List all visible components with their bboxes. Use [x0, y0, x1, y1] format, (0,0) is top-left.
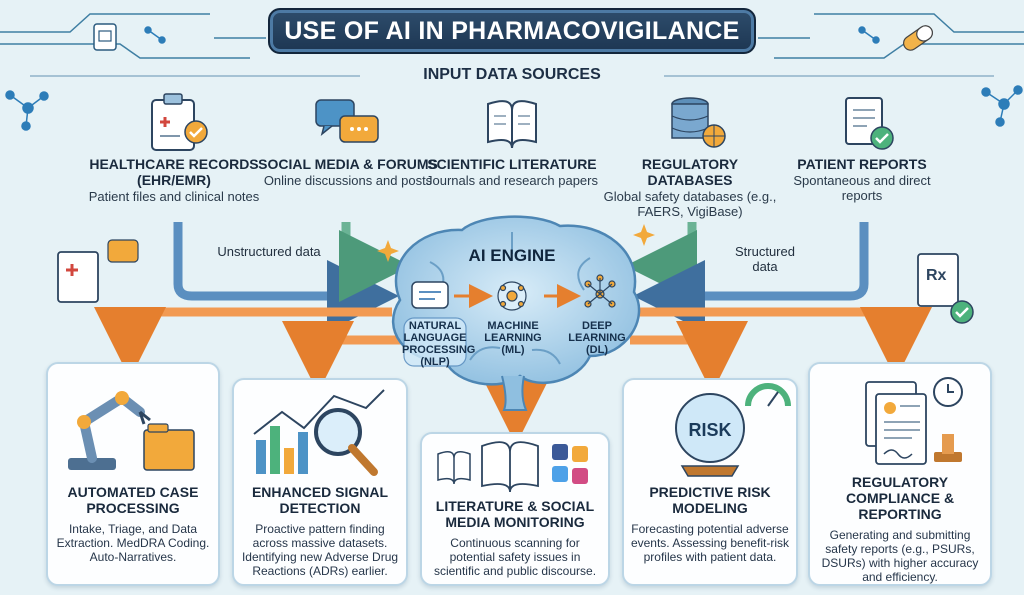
output-desc: Forecasting potential adverse events. As…: [630, 522, 790, 564]
arrow-regulatory-to-engine: [625, 222, 697, 302]
source-desc: Global safety databases (e.g., FAERS, Vi…: [603, 189, 777, 219]
risk-badge: RISK: [688, 420, 731, 440]
source-desc: Spontaneous and direct reports: [793, 173, 931, 203]
source-title: PATIENT REPORTS: [797, 156, 927, 172]
dl-network-icon: [584, 274, 616, 308]
nlp-chat-icon: [411, 281, 449, 309]
report-check-icon: [845, 97, 894, 150]
molecule-icon: [5, 26, 1023, 131]
output-desc: Proactive pattern finding across massive…: [241, 522, 399, 578]
arrow-ehr-to-engine: [173, 222, 399, 332]
page-title: USE OF AI IN PHARMACOVIGILANCE: [268, 8, 756, 54]
risk-crystal-ball-icon: RISK: [675, 383, 791, 477]
documents-stamp-icon: [865, 377, 963, 465]
arrow-engine-to-signal: [282, 321, 402, 393]
pill-capsule-icon: [903, 25, 933, 51]
output-desc: Continuous scanning for potential safety…: [433, 536, 597, 578]
output-title: LITERATURE & SOCIAL MEDIA MONITORING: [435, 498, 595, 530]
input-section-label: INPUT DATA SOURCES: [423, 66, 601, 83]
robot-arm-folder-icon: [68, 391, 195, 471]
source-social-media: SOCIAL MEDIA & FORUMS Online discussions…: [258, 156, 438, 188]
arrow-patient-to-engine: [633, 222, 869, 332]
output-desc: Generating and submitting safety reports…: [821, 528, 979, 584]
source-patient-reports: PATIENT REPORTS Spontaneous and direct r…: [772, 156, 952, 203]
arrow-engine-to-risk: [630, 321, 748, 393]
svg-text:Rx: Rx: [926, 267, 947, 284]
source-desc: Online discussions and posts: [263, 173, 433, 188]
arrow-engine-to-compliance: [638, 307, 932, 379]
engine-component-dl: DEEP LEARNING (DL): [568, 320, 626, 356]
source-title: REGULATORY DATABASES: [641, 156, 739, 188]
source-regulatory-databases: REGULATORY DATABASES Global safety datab…: [600, 156, 780, 219]
sparkle-icon: [377, 224, 655, 262]
medical-file-icon: [57, 239, 139, 303]
source-healthcare-records: HEALTHCARE RECORDS (EHR/EMR) Patient fil…: [84, 156, 264, 204]
source-scientific-literature: SCIENTIFIC LITERATURE Journals and resea…: [422, 156, 602, 188]
prescription-icon: Rx: [917, 253, 974, 324]
source-desc: Journals and research papers: [426, 173, 598, 188]
engine-component-ml: MACHINE LEARNING (ML): [484, 320, 542, 356]
chat-bubbles-icon: [315, 99, 379, 143]
structured-data-label: Structured data: [735, 244, 795, 274]
output-literature-social-monitoring: LITERATURE & SOCIAL MEDIA MONITORING Con…: [420, 432, 610, 586]
output-regulatory-compliance: REGULATORY COMPLIANCE & REPORTING Genera…: [808, 362, 992, 586]
output-enhanced-signal-detection: ENHANCED SIGNAL DETECTION Proactive patt…: [232, 378, 408, 586]
output-title: REGULATORY COMPLIANCE & REPORTING: [845, 474, 955, 522]
output-title: ENHANCED SIGNAL DETECTION: [251, 484, 389, 516]
output-automated-case-processing: AUTOMATED CASE PROCESSING Intake, Triage…: [46, 362, 220, 586]
output-title: PREDICTIVE RISK MODELING: [649, 484, 771, 516]
magnifier-chart-icon: [253, 389, 385, 476]
open-book-icon: [487, 100, 537, 149]
clipboard-check-icon: [151, 93, 208, 151]
nlp-highlight: [403, 317, 467, 367]
circuit-decoration: [0, 13, 1024, 59]
output-desc: Intake, Triage, and Data Extraction. Med…: [56, 522, 210, 564]
arrow-social-to-engine: [339, 222, 411, 302]
document-a-icon: [93, 23, 117, 51]
ml-network-icon: [497, 281, 527, 311]
output-predictive-risk-modeling: RISK PREDICTIVE RISK MODELING Forecastin…: [622, 378, 798, 586]
books-social-icon: [437, 441, 588, 493]
source-desc: Patient files and clinical notes: [88, 189, 260, 204]
database-globe-icon: [671, 97, 726, 148]
arrow-engine-to-case: [94, 307, 392, 379]
unstructured-data-label: Unstructured data: [217, 244, 321, 259]
engine-component-nlp: NATURAL LANGUAGE PROCESSING (NLP): [402, 320, 476, 368]
output-title: AUTOMATED CASE PROCESSING: [67, 484, 199, 516]
source-title: SCIENTIFIC LITERATURE: [427, 156, 597, 172]
source-title: HEALTHCARE RECORDS (EHR/EMR): [89, 156, 259, 188]
source-title: SOCIAL MEDIA & FORUMS: [258, 156, 438, 172]
ai-engine-title: AI ENGINE: [468, 246, 556, 265]
